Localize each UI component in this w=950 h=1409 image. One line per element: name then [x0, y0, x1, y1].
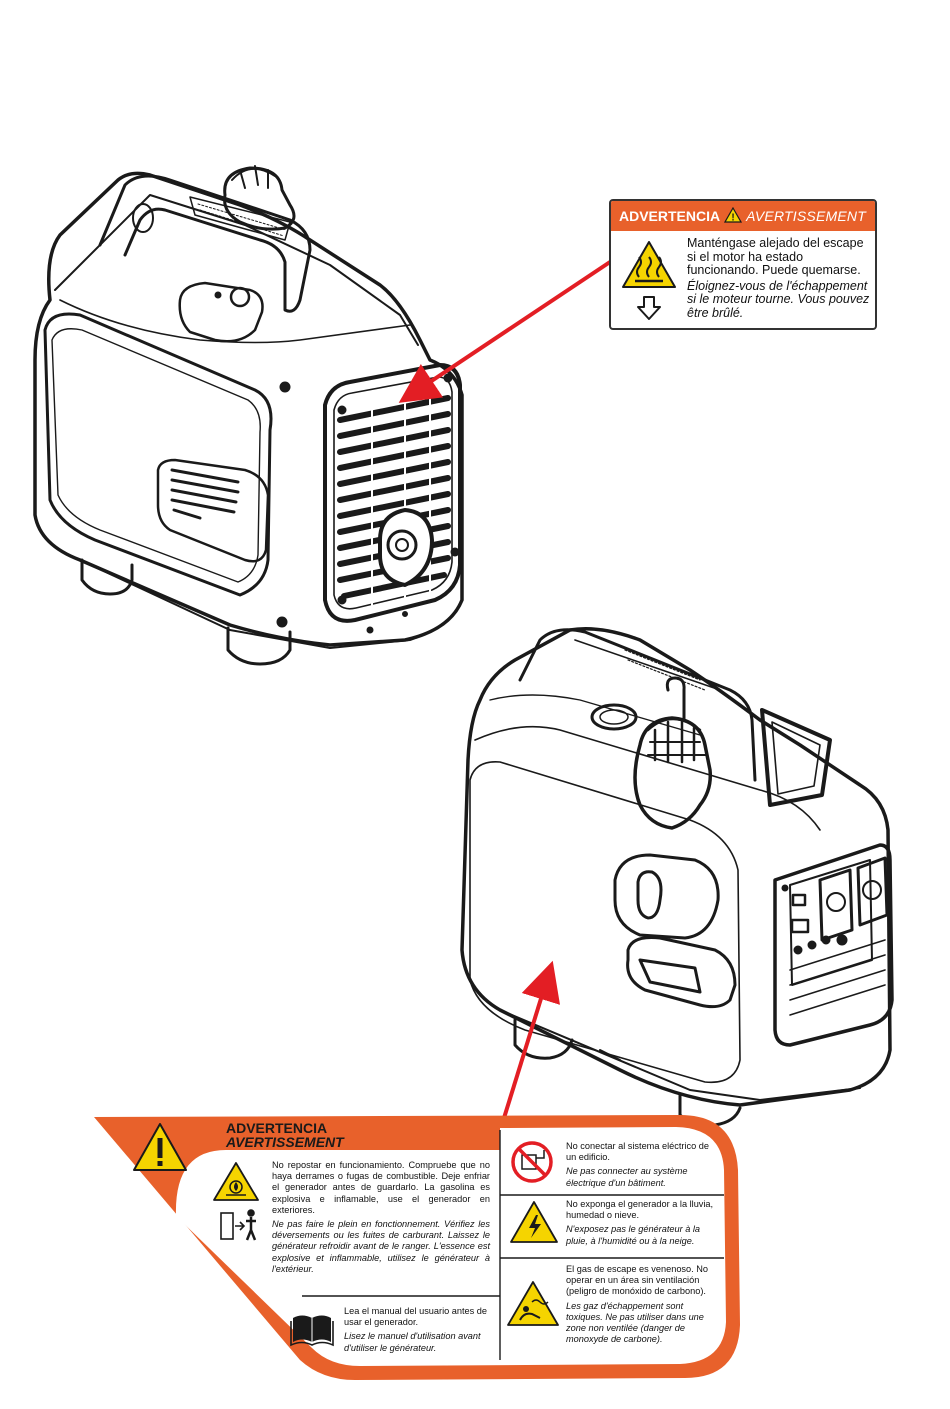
- building-warning-text-es: No conectar al sistema eléctrico de un e…: [566, 1141, 709, 1163]
- exhaust-warning-header: ADVERTENCIA ! AVERTISSEMENT: [611, 201, 875, 231]
- manual-warning-text-fr: Lisez le manuel d'utilisation avant d'ut…: [344, 1331, 481, 1353]
- svg-text:!: !: [731, 212, 734, 223]
- rain-warning-text-es: No exponga el generador a la lluvia, hum…: [566, 1199, 714, 1221]
- side-panel-callout-arrow: [502, 960, 561, 1119]
- building-warning-text: No conectar al sistema eléctrico de un e…: [566, 1141, 716, 1189]
- outdoor-use-icon: [220, 1209, 257, 1241]
- exhaust-gas-warning-text-es: El gas de escape es venenoso. No operar …: [566, 1264, 708, 1297]
- general-warning-header-es: ADVERTENCIA: [226, 1120, 328, 1136]
- large-warning-triangle-icon: [133, 1123, 187, 1171]
- hot-surface-warning-icon: [622, 241, 676, 320]
- electric-shock-warning-icon: [510, 1201, 558, 1243]
- fire-warning-icon: [213, 1162, 259, 1201]
- warning-triangle-icon: !: [724, 206, 743, 226]
- exhaust-gas-warning-text-fr: Les gaz d'échappement sont toxiques. Ne …: [566, 1300, 704, 1345]
- rain-warning-text: No exponga el generador a la lluvia, hum…: [566, 1199, 716, 1247]
- exhaust-warning-label: ADVERTENCIA ! AVERTISSEMENT Manténgase a…: [609, 199, 877, 330]
- building-warning-text-fr: Ne pas connecter au système électrique d…: [566, 1166, 688, 1188]
- fuel-warning-text-es: No repostar en funcionamiento. Compruebe…: [272, 1160, 490, 1215]
- header-es: ADVERTENCIA: [619, 208, 721, 224]
- rain-warning-text-fr: N'exposez pas le générateur à la pluie, …: [566, 1224, 701, 1246]
- exhaust-warning-text-fr: Éloignez-vous de l'échappement si le mot…: [687, 278, 870, 320]
- manual-warning-text-es: Lea el manual del usuario antes de usar …: [344, 1306, 488, 1328]
- exhaust-gas-warning-text: El gas de escape es venenoso. No operar …: [566, 1264, 718, 1345]
- exhaust-callout-arrow: [398, 260, 612, 403]
- header-fr: AVERTISSEMENT: [746, 208, 866, 224]
- no-building-connection-icon: [511, 1141, 553, 1183]
- fuel-warning-text: No repostar en funcionamiento. Compruebe…: [272, 1160, 490, 1275]
- toxic-gas-warning-icon: [507, 1281, 559, 1326]
- exhaust-warning-text-es: Manténgase alejado del escape si el moto…: [687, 236, 864, 277]
- general-warning-header-fr: AVERTISSEMENT: [226, 1134, 344, 1150]
- manual-book-icon: [290, 1315, 334, 1347]
- manual-warning-text: Lea el manual del usuario antes de usar …: [344, 1306, 490, 1354]
- fuel-warning-text-fr: Ne pas faire le plein en fonctionnement.…: [272, 1219, 490, 1274]
- general-warning-header: ADVERTENCIA AVERTISSEMENT: [226, 1121, 344, 1149]
